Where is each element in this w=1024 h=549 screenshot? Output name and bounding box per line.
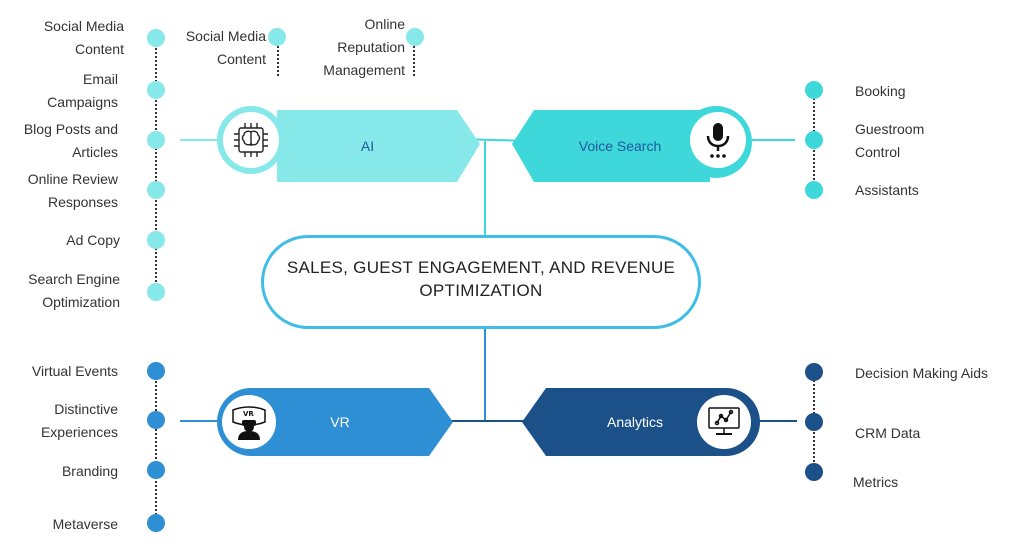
ai-left-dot (147, 29, 165, 47)
vr-item-label: Metaverse (52, 516, 118, 532)
voice-dot (805, 181, 823, 199)
svg-text:VR: VR (243, 410, 254, 418)
microphone-icon (706, 123, 730, 158)
analytics-dot (805, 363, 823, 381)
connector-analytics-right (752, 420, 797, 422)
vr-branch-shape (217, 388, 453, 456)
voice-item-label: Guestroom Control (855, 121, 925, 160)
voice-item-label: Assistants (855, 182, 919, 198)
ai-top-item-label: Online Reputation Management (323, 16, 405, 78)
connector-vr-left (180, 420, 225, 422)
vr-branch-label: VR (330, 414, 350, 430)
connector-vr-analytics (448, 420, 528, 422)
vr-item-label: Branding (61, 463, 118, 479)
ai-branch-label: AI (360, 138, 375, 154)
ai-item-label: Search Engine Optimization (28, 271, 120, 310)
ai-item-label: Email Campaigns (47, 71, 118, 110)
ai-icon-wrap (223, 112, 279, 168)
analytics-branch-label: Analytics (606, 414, 664, 430)
vr-dot (147, 362, 165, 380)
voice-icon-wrap (690, 112, 746, 168)
ai-left-dot (147, 131, 165, 149)
voice-item-label: Booking (855, 83, 906, 99)
ai-item-label: Ad Copy (66, 232, 120, 248)
analytics-icon-wrap (697, 395, 751, 449)
vr-dot (147, 461, 165, 479)
ai-left-dotted-line (155, 45, 157, 290)
ai-top-item-label: Social Media Content (185, 28, 266, 67)
ai-item-label: Blog Posts and Articles (23, 121, 118, 160)
ai-left-dot (147, 283, 165, 301)
ai-left-dot (147, 231, 165, 249)
analytics-item-label: Metrics (853, 474, 899, 490)
ai-item-label: Social Media Content (43, 18, 124, 57)
vr-dot (147, 411, 165, 429)
vr-icon-wrap: VR (222, 395, 276, 449)
connector-bottom-vertical (484, 329, 486, 421)
vr-item-label: Distinctive Experiences (40, 401, 118, 440)
vr-headset-icon: VR (232, 406, 266, 440)
voice-dot (805, 81, 823, 99)
ai-top-dot (268, 28, 286, 46)
ai-left-dot (147, 181, 165, 199)
analytics-dot (805, 463, 823, 481)
central-topic-title: SALES, GUEST ENGAGEMENT, AND REVENUE OPT… (286, 258, 676, 300)
vr-dotted-line (155, 378, 157, 518)
connector-voice-right (750, 139, 795, 141)
connector-top-vertical (484, 141, 486, 236)
ai-item-label: Online Review Responses (27, 171, 118, 210)
connector-ai-left (180, 139, 225, 141)
voice-branch-label: Voice Search (578, 138, 662, 154)
central-topic-box: SALES, GUEST ENGAGEMENT, AND REVENUE OPT… (261, 235, 701, 329)
ai-top-dotted-line (413, 46, 415, 76)
analytics-item-label: CRM Data (855, 425, 921, 441)
ai-left-dot (147, 81, 165, 99)
vr-dot (147, 514, 165, 532)
analytics-dot (805, 413, 823, 431)
ai-top-dotted-line (277, 46, 279, 76)
voice-dot (805, 131, 823, 149)
analytics-monitor-icon (708, 407, 740, 435)
analytics-branch-shape (522, 388, 760, 456)
brain-chip-icon (234, 123, 268, 157)
analytics-item-label: Decision Making Aids (855, 365, 989, 381)
vr-item-label: Virtual Events (31, 363, 118, 379)
ai-top-dot (406, 28, 424, 46)
